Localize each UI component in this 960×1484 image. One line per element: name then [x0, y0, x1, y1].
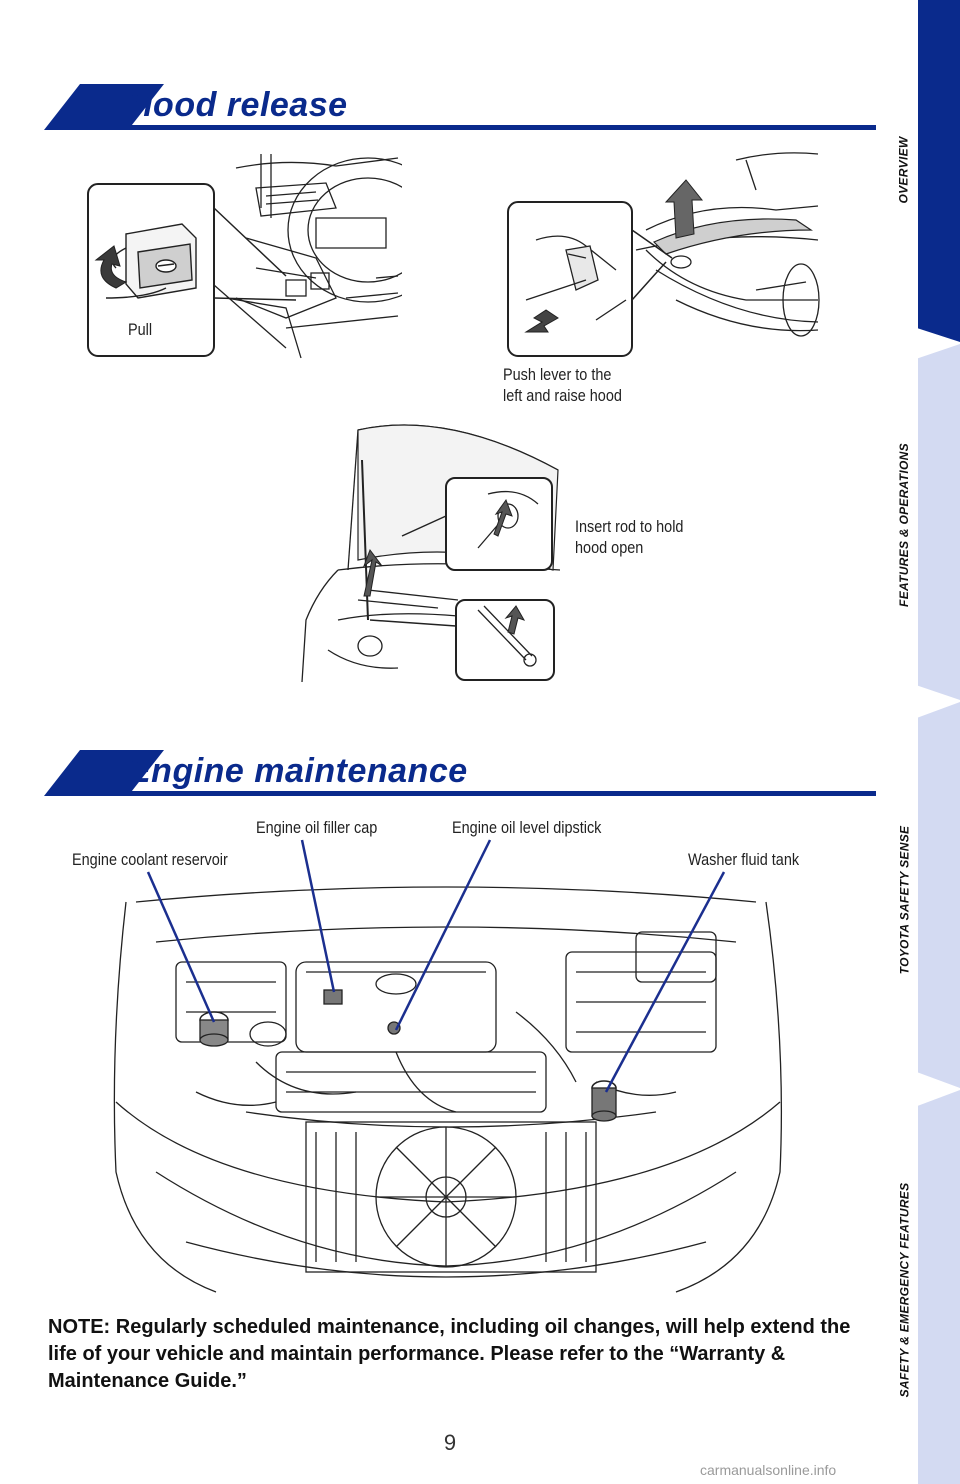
washer-leader-line [604, 871, 726, 1093]
hood-release-header: Hood release [44, 84, 876, 130]
pull-caption: Pull [128, 320, 153, 339]
maintenance-note: NOTE: Regularly scheduled maintenance, i… [48, 1316, 851, 1392]
dipstick-leader-line [394, 839, 492, 1031]
hood-release-lever-illustration [87, 154, 402, 359]
nav-label-features-operations[interactable]: FEATURES & OPERATIONS [897, 443, 911, 607]
coolant-leader-line [146, 871, 216, 1023]
nav-label-toyota-safety-sense[interactable]: TOYOTA SAFETY SENSE [897, 825, 911, 975]
insert-rod-caption: Insert rod to hold hood open [575, 517, 684, 557]
watermark: carmanualsonline.info [700, 1462, 837, 1478]
header-rule [108, 125, 876, 130]
nav-tab-features-operations[interactable] [918, 344, 960, 700]
hood-support-rod-illustration [301, 424, 560, 682]
nav-tab-safety-emergency[interactable] [918, 1090, 960, 1484]
engine-oil-filler-cap-label: Engine oil filler cap [256, 818, 378, 837]
engine-maintenance-header: Engine maintenance [44, 750, 876, 796]
nav-label-safety-emergency[interactable]: SAFETY & EMERGENCY FEATURES [897, 1182, 912, 1398]
nav-tab-overview-active[interactable] [918, 0, 960, 342]
side-nav: OVERVIEW FEATURES & OPERATIONS TOYOTA SA… [890, 0, 960, 1484]
nav-label-overview[interactable]: OVERVIEW [897, 136, 912, 204]
nav-tab-toyota-safety-sense[interactable] [918, 702, 960, 1088]
engine-coolant-reservoir-label: Engine coolant reservoir [72, 850, 228, 869]
engine-maintenance-title: Engine maintenance [128, 752, 468, 790]
page-number: 9 [443, 1430, 457, 1455]
header-rule [108, 791, 876, 796]
push-lever-caption: Push lever to the left and raise hood [503, 365, 622, 405]
oil-cap-leader-line [300, 839, 336, 993]
engine-oil-level-dipstick-label: Engine oil level dipstick [452, 818, 602, 837]
hood-release-title: Hood release [128, 86, 348, 124]
washer-fluid-tank-label: Washer fluid tank [688, 850, 800, 869]
push-lever-raise-hood-illustration [507, 152, 820, 357]
